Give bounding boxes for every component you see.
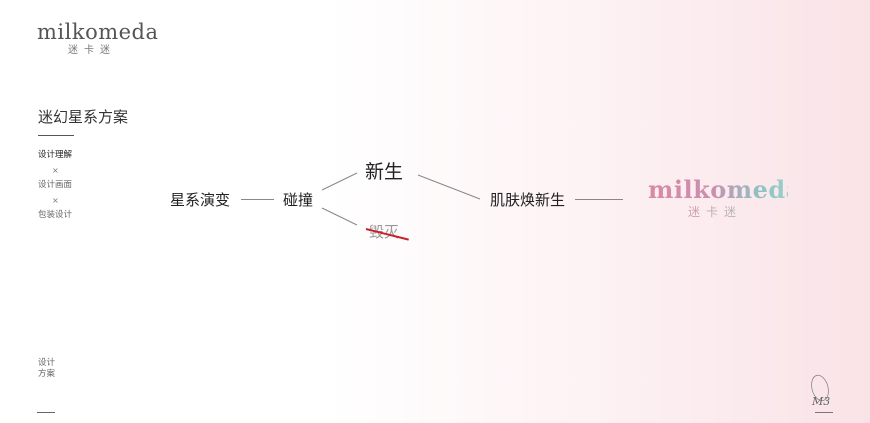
flow-branch-merge <box>417 174 481 200</box>
flow-connector <box>241 199 274 200</box>
signature-icon: M3 <box>811 374 830 408</box>
logo: milkomeda 迷卡迷 <box>37 20 159 58</box>
footer-divider <box>37 412 55 413</box>
brand-subtitle: 迷卡迷 <box>648 204 788 220</box>
nav-separator: × <box>52 166 59 175</box>
nav-separator: × <box>52 196 59 205</box>
flow-node-skin-renewal: 肌肤焕新生 <box>490 191 566 209</box>
signature-text: M3 <box>811 395 830 408</box>
brand-logo: milkomeda 迷卡迷 <box>648 175 802 220</box>
flow-node-collision: 碰撞 <box>283 191 314 209</box>
page-title: 迷幻星系方案 <box>38 108 129 126</box>
flow-connector <box>575 199 623 200</box>
flow-branch-down <box>321 207 358 226</box>
logo-wordmark: milkomeda <box>37 20 159 44</box>
nav-item-design-visuals[interactable]: 设计画面 <box>38 180 73 190</box>
flow-node-destruction: 毁灭 <box>365 221 409 242</box>
flow-node-rebirth: 新生 <box>365 161 404 183</box>
footer-label: 设计 方案 <box>38 358 55 380</box>
flow-node-galaxy-evolution: 星系演变 <box>170 191 231 209</box>
signature-divider <box>815 412 833 413</box>
signature-mark: M3 <box>806 372 836 416</box>
footer-label-line: 设计 <box>38 358 56 368</box>
logo-subtitle: 迷卡迷 <box>68 45 116 56</box>
nav-item-packaging-design[interactable]: 包装设计 <box>38 210 73 220</box>
title-divider <box>38 135 74 136</box>
nav-item-design-understanding[interactable]: 设计理解 <box>38 150 73 160</box>
flow-branch-up <box>321 172 358 191</box>
brand-wordmark: milkomeda <box>648 175 802 204</box>
footer-label-line: 方案 <box>38 369 56 379</box>
side-nav: 设计理解 × 设计画面 × 包装设计 <box>38 148 72 223</box>
